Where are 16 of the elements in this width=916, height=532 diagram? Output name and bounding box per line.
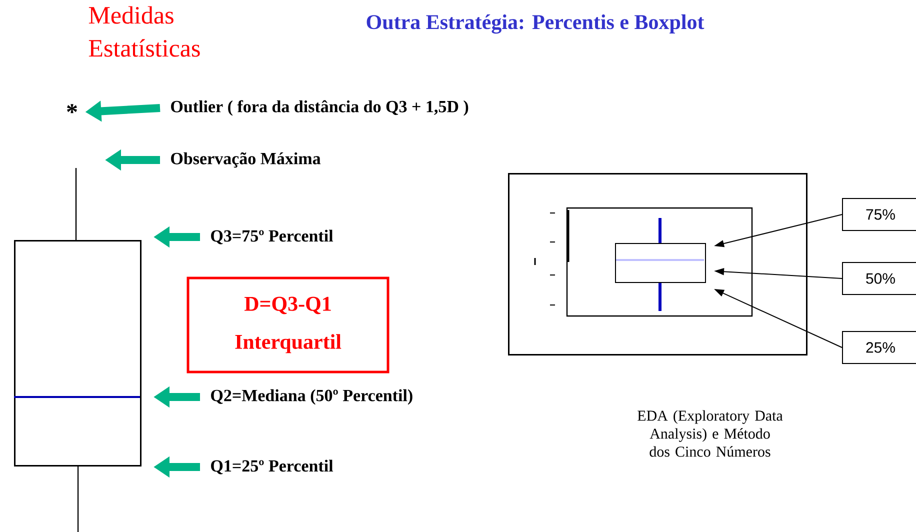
- caption-text: EDA (Exploratory Data Analysis) e Método dos Cinco Números: [638, 410, 783, 457]
- annotation-text: Q3=75º Percentil: [211, 230, 334, 244]
- annotation-text: Observação Máxima: [171, 152, 321, 168]
- title: Outra Estratégia: Percentis e Boxplot: [366, 14, 704, 34]
- label-box: 25%: [842, 331, 916, 364]
- formula-box: D=Q3-Q1 Interquartil: [186, 276, 390, 374]
- label-box: 75%: [842, 198, 916, 231]
- boxplot-box: [615, 243, 706, 283]
- heading: Medidas Estatísticas: [88, 6, 200, 57]
- boxplot-box: [14, 240, 142, 466]
- annotation-text: Q1=25º Percentil: [211, 460, 334, 474]
- outlier-mark: *: [67, 104, 77, 114]
- label-box: 50%: [842, 262, 916, 295]
- annotation-text: Outlier ( fora da distância do Q3 + 1,5D ): [171, 100, 468, 116]
- chart-frame: [508, 173, 808, 356]
- annotation-text: Q2=Mediana (50º Percentil): [211, 389, 412, 405]
